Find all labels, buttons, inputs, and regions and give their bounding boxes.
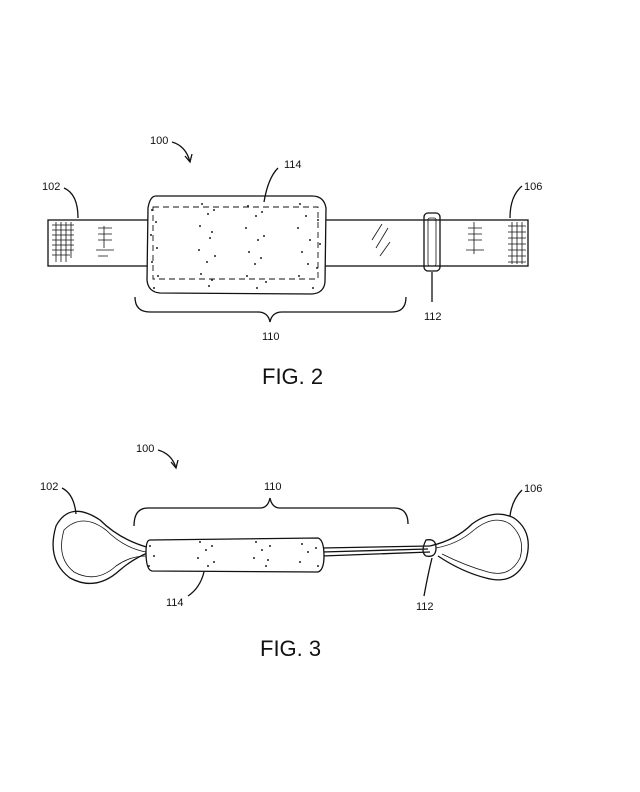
fig2-strap-left xyxy=(48,220,152,266)
fig2-ref-100: 100 xyxy=(150,135,168,147)
fig2-leader-106 xyxy=(510,186,522,218)
fig2-ref-102: 102 xyxy=(42,181,60,193)
fig3-sleeve xyxy=(146,538,324,572)
fig3-span-brace xyxy=(134,498,408,526)
figure-3: 100 102 106 110 114 112 FIG. 3 xyxy=(40,443,542,661)
fig3-leader-112 xyxy=(424,558,432,596)
figure-2: 100 102 106 114 110 112 FIG. 2 xyxy=(42,135,542,389)
fig3-leader-114 xyxy=(188,572,204,596)
fig3-leader-106 xyxy=(510,490,522,516)
fig3-left-loop-inner xyxy=(62,521,146,577)
fig2-strap-right xyxy=(318,220,528,266)
fig3-right-loop-inner xyxy=(436,520,522,573)
fig3-ref-106: 106 xyxy=(524,483,542,495)
fig3-ref-112: 112 xyxy=(416,601,434,613)
fig2-span-brace xyxy=(135,297,406,322)
fig2-ref-106: 106 xyxy=(524,181,542,193)
fig3-caption: FIG. 3 xyxy=(260,636,321,661)
fig3-leader-102 xyxy=(62,488,76,514)
fig3-ref-114: 114 xyxy=(166,597,184,609)
fig2-caption: FIG. 2 xyxy=(262,364,323,389)
fig3-buckle xyxy=(423,540,436,557)
fig2-leader-102 xyxy=(64,188,78,218)
fig2-ref-114: 114 xyxy=(284,159,302,171)
fig3-left-loop xyxy=(53,511,150,583)
fig3-ref-100: 100 xyxy=(136,443,154,455)
fig3-ref-110: 110 xyxy=(264,481,282,493)
fig2-ref-112: 112 xyxy=(424,311,442,323)
fig2-ref-110: 110 xyxy=(262,331,280,343)
fig3-right-strands xyxy=(322,546,430,556)
fig3-right-loop xyxy=(430,514,528,580)
fig3-ref-102: 102 xyxy=(40,481,58,493)
